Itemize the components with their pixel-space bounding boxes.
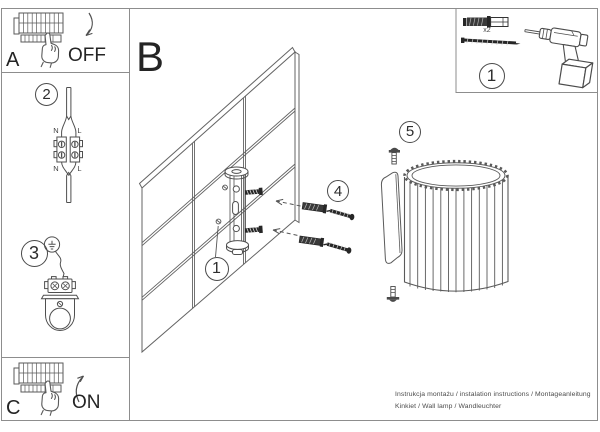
footer-title-line: Instrukcja montażu / instalation instruc…: [395, 390, 591, 398]
lamp-flutes: [409, 180, 503, 293]
step-marker-lamp: 5: [399, 120, 421, 143]
breaker-panel-off-illustration: [13, 12, 93, 68]
lamp-bottom-screw: [386, 286, 400, 302]
bracket-fixing-screws: [215, 184, 228, 258]
step-marker-parts-kit: 1: [478, 62, 505, 89]
wire-label-l-top: L: [77, 126, 82, 135]
tiled-wall: [138, 46, 300, 354]
footer-product-line: Kinkiet / Wall lamp / Wandleuchter: [395, 402, 502, 410]
wire-label-n-top: N: [53, 126, 59, 135]
step-marker-wiring: 2: [35, 82, 58, 106]
step-marker-ground-bracket: 3: [20, 239, 48, 267]
panel-c-label: C: [6, 397, 21, 419]
wire-label-l-bottom: L: [77, 163, 82, 173]
wall-plug-icon: [463, 16, 509, 28]
lamp-top-screw: [388, 147, 400, 165]
step-marker-screws: 4: [327, 180, 349, 202]
section-b-label: B: [136, 33, 165, 80]
drill-icon: [524, 27, 594, 89]
leader-line: [215, 225, 219, 258]
lamp-back-plate: [380, 171, 403, 264]
wall-lamp-illustration: [380, 147, 509, 302]
screws-and-plugs: [245, 188, 358, 256]
wire-label-n-bottom: N: [53, 163, 59, 173]
ground-terminal-bracket-illustration: [40, 236, 80, 331]
off-label: OFF: [68, 45, 106, 66]
section-borders: [1, 8, 598, 421]
breaker-panel-on-illustration: [13, 362, 84, 416]
lamp-scalloped-rim: [403, 159, 509, 192]
panel-a-label: A: [6, 49, 20, 71]
on-label: ON: [72, 392, 101, 413]
wiring-diagram: [53, 87, 83, 203]
screw-icon: [461, 37, 521, 46]
parts-kit-illustration: [461, 16, 594, 89]
plug-quantity-label: x2: [483, 27, 491, 34]
step-marker-wall-bracket: 1: [204, 257, 229, 281]
mounting-bracket: [224, 166, 249, 255]
